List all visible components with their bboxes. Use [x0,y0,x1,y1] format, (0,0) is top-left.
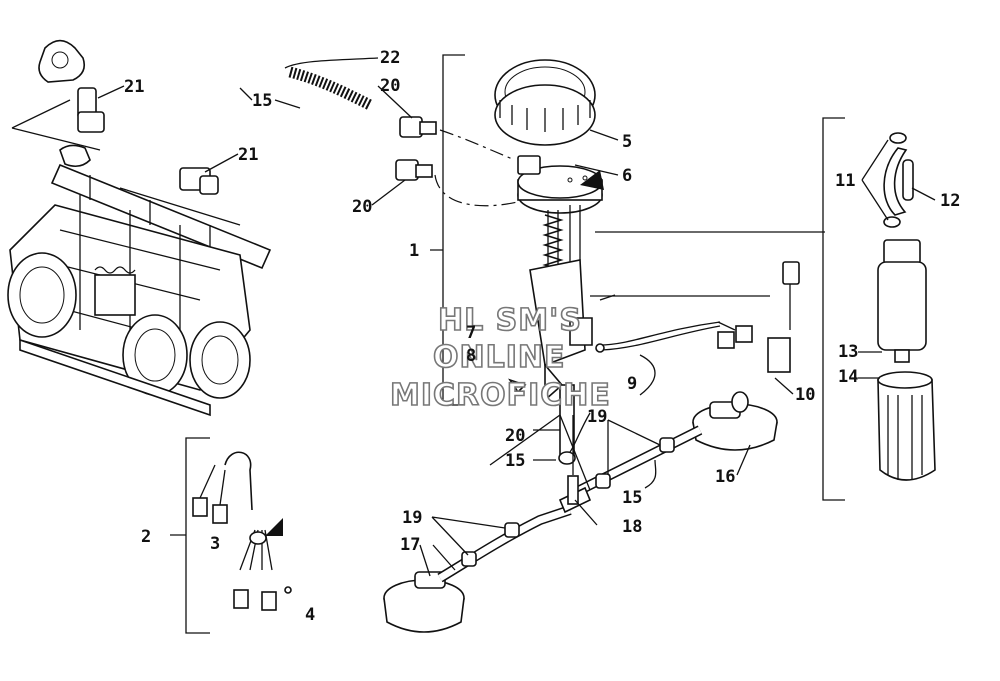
bracket-2 [170,437,210,634]
callout-16: 16 [715,467,735,487]
pressure-regulator [38,39,91,168]
callout-4: 4 [305,605,315,625]
filter-pickup-16 [692,391,778,451]
callout-19-upper: 19 [587,407,607,427]
callout-13: 13 [838,342,858,362]
throttle-body-assembly [7,99,272,417]
fuel-hoses [89,65,411,182]
callout-11: 11 [835,171,855,191]
callout-1: 1 [409,241,419,261]
watermark: HL SM'S ONLINE MICROFICHE [389,302,611,414]
clip-8 [508,378,527,394]
callout-15-middle: 15 [505,451,525,471]
callout-9: 9 [627,374,637,394]
wire-harness [595,321,753,353]
fuel-pump-13 [877,239,927,363]
lock-ring [494,59,596,146]
elbow-fitting-upper [77,87,105,133]
arrow-6 [580,170,604,190]
callout-17: 17 [400,535,420,555]
watermark-line1: HL SM'S [438,303,582,338]
callout-7: 7 [466,323,476,343]
callout-21-lower: 21 [238,145,258,165]
arrow-3 [265,518,283,536]
callout-15-lower: 15 [622,488,642,508]
watermark-line2: ONLINE [433,340,566,375]
quick-connectors-20 [395,116,437,181]
callout-5: 5 [622,132,632,152]
connection-line-lower [434,174,526,207]
callout-8: 8 [466,346,476,366]
wiring-harness-2 [192,451,292,611]
callout-leaders [97,57,936,577]
callout-18: 18 [622,517,642,537]
hose-clamps-11 [861,132,907,228]
bracket-right [822,117,845,501]
callout-20-upper: 20 [380,76,400,96]
callout-19-lower: 19 [402,508,422,528]
callout-12: 12 [940,191,960,211]
callout-22: 22 [380,48,400,68]
bracket-1 [430,54,465,406]
callout-20-lower: 20 [505,426,525,446]
callout-14: 14 [838,367,858,387]
elbow-fitting-lower [179,167,219,195]
watermark-line3: MICROFICHE [390,378,611,413]
callout-15-upper: 15 [252,91,272,111]
filter-pickup-17 [383,571,465,633]
callouts: 1 2 3 4 5 6 7 8 9 10 11 12 13 14 15 15 1… [124,48,960,625]
module-leader-lines [590,231,825,297]
lower-hoses [437,384,703,583]
callout-21-upper: 21 [124,77,144,97]
callout-10: 10 [795,385,815,405]
callout-20-left: 20 [352,197,372,217]
lower-leader-lines [431,294,661,571]
connection-line-upper [439,129,516,161]
hose-12-sleeve [902,159,914,201]
callout-3: 3 [210,534,220,554]
sender-unit [767,261,800,373]
hose-12 [883,147,908,216]
pump-strainer-14 [877,371,936,481]
callout-6: 6 [622,166,632,186]
callout-2: 2 [141,527,151,547]
